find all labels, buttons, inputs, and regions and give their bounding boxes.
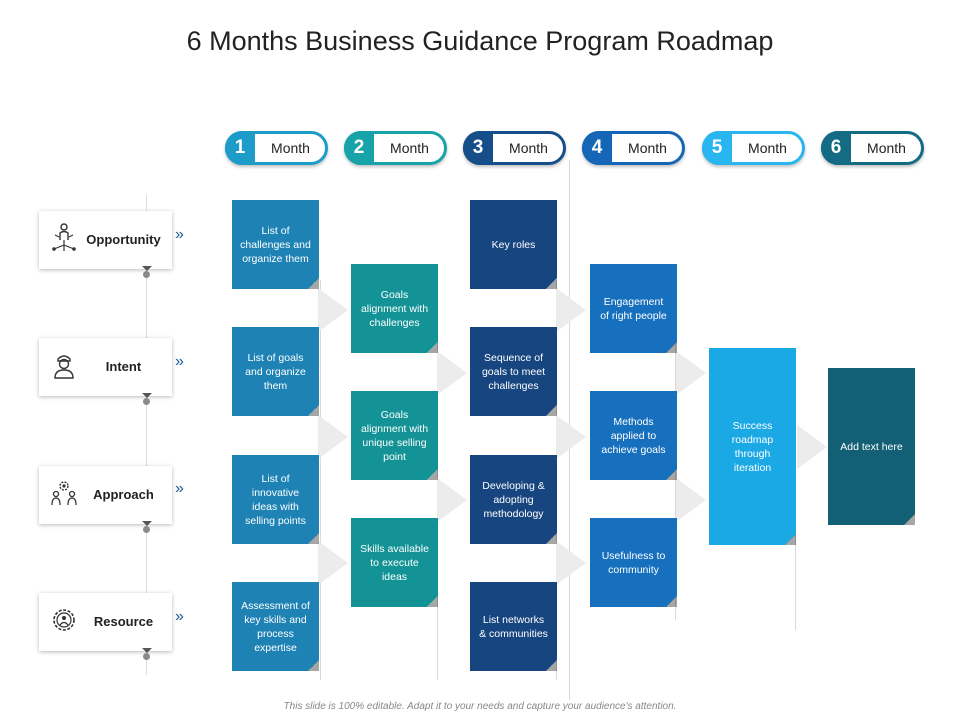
- month-pill-2: 2 Month: [344, 131, 447, 165]
- column-line: [795, 530, 796, 630]
- step-box: Sequence of goals to meet challenges: [470, 327, 557, 416]
- category-opportunity: Opportunity: [39, 211, 172, 271]
- flow-arrow: [556, 288, 586, 332]
- category-label: Opportunity: [86, 232, 161, 247]
- corner-fold: [427, 469, 438, 480]
- corner-fold: [666, 596, 677, 607]
- category-line: [146, 195, 147, 675]
- step-box: Assessment of key skills and process exp…: [232, 582, 319, 671]
- month-pill-3: 3 Month: [463, 131, 566, 165]
- corner-fold: [546, 278, 557, 289]
- chevron-right-icon: »: [175, 608, 184, 625]
- step-box: List of innovative ideas with selling po…: [232, 455, 319, 544]
- month-label: Month: [509, 140, 548, 156]
- step-box: Goals alignment with unique selling poin…: [351, 391, 438, 480]
- month-label: Month: [867, 140, 906, 156]
- step-box: Skills available to execute ideas: [351, 518, 438, 607]
- flow-arrow: [318, 288, 348, 332]
- column-line: [675, 340, 676, 620]
- flow-arrow: [437, 478, 467, 522]
- corner-fold: [666, 342, 677, 353]
- month-number: 1: [225, 131, 255, 165]
- page-title: 6 Months Business Guidance Program Roadm…: [186, 26, 774, 56]
- flow-arrow: [556, 415, 586, 459]
- step-box: Developing & adopting methodology: [470, 455, 557, 544]
- gear-person-icon: [53, 609, 75, 631]
- month-number: 5: [702, 131, 732, 165]
- flow-arrow: [437, 351, 467, 395]
- flow-arrow: [676, 351, 706, 395]
- corner-fold: [308, 405, 319, 416]
- team-gear-icon: [51, 481, 77, 506]
- month-label: Month: [390, 140, 429, 156]
- corner-fold: [427, 342, 438, 353]
- caret-down-icon: [142, 521, 152, 526]
- category-intent: Intent: [39, 338, 172, 398]
- month-pill-4: 4 Month: [582, 131, 685, 165]
- category-label: Resource: [93, 614, 154, 629]
- person-icon: [54, 355, 74, 379]
- month-pill-1: 1 Month: [225, 131, 328, 165]
- chevron-right-icon: »: [175, 226, 184, 243]
- flow-arrow: [797, 425, 827, 469]
- month-label: Month: [628, 140, 667, 156]
- corner-fold: [666, 469, 677, 480]
- category-label: Intent: [105, 359, 142, 374]
- step-box: Add text here: [828, 368, 915, 525]
- step-box: Success roadmap through iteration: [709, 348, 796, 545]
- month-pill-5: 5 Month: [702, 131, 805, 165]
- step-box: Goals alignment with challenges: [351, 264, 438, 353]
- chevron-right-icon: »: [175, 480, 184, 497]
- corner-fold: [308, 533, 319, 544]
- caret-down-icon: [142, 266, 152, 271]
- category-resource: Resource: [39, 593, 172, 653]
- caret-down-icon: [142, 648, 152, 653]
- step-box: Methods applied to achieve goals: [590, 391, 677, 480]
- timeline-dot: [143, 398, 150, 405]
- month-number: 2: [344, 131, 374, 165]
- chevron-right-icon: »: [175, 353, 184, 370]
- flow-arrow: [556, 541, 586, 585]
- flow-arrow: [318, 541, 348, 585]
- timeline-dot: [143, 526, 150, 533]
- step-box: Engagement of right people: [590, 264, 677, 353]
- corner-fold: [785, 534, 796, 545]
- month-label: Month: [271, 140, 310, 156]
- step-box: List of goals and organize them: [232, 327, 319, 416]
- category-approach: Approach: [39, 466, 172, 526]
- corner-fold: [308, 660, 319, 671]
- month-label: Month: [748, 140, 787, 156]
- category-label: Approach: [93, 487, 154, 502]
- people-network-icon: [52, 223, 76, 251]
- timeline-dot: [143, 271, 150, 278]
- corner-fold: [546, 660, 557, 671]
- column-line: [320, 280, 321, 680]
- step-box: Usefulness to community: [590, 518, 677, 607]
- step-box: Key roles: [470, 200, 557, 289]
- corner-fold: [904, 514, 915, 525]
- month-number: 6: [821, 131, 851, 165]
- month-pill-6: 6 Month: [821, 131, 924, 165]
- timeline-dot: [143, 653, 150, 660]
- month-number: 4: [582, 131, 612, 165]
- corner-fold: [427, 596, 438, 607]
- corner-fold: [546, 405, 557, 416]
- month-number: 3: [463, 131, 493, 165]
- footer-note: This slide is 100% editable. Adapt it to…: [283, 701, 677, 712]
- corner-fold: [546, 533, 557, 544]
- corner-fold: [308, 278, 319, 289]
- flow-arrow: [318, 415, 348, 459]
- flow-arrow: [676, 478, 706, 522]
- step-box: List networks & communities: [470, 582, 557, 671]
- caret-down-icon: [142, 393, 152, 398]
- step-box: List of challenges and organize them: [232, 200, 319, 289]
